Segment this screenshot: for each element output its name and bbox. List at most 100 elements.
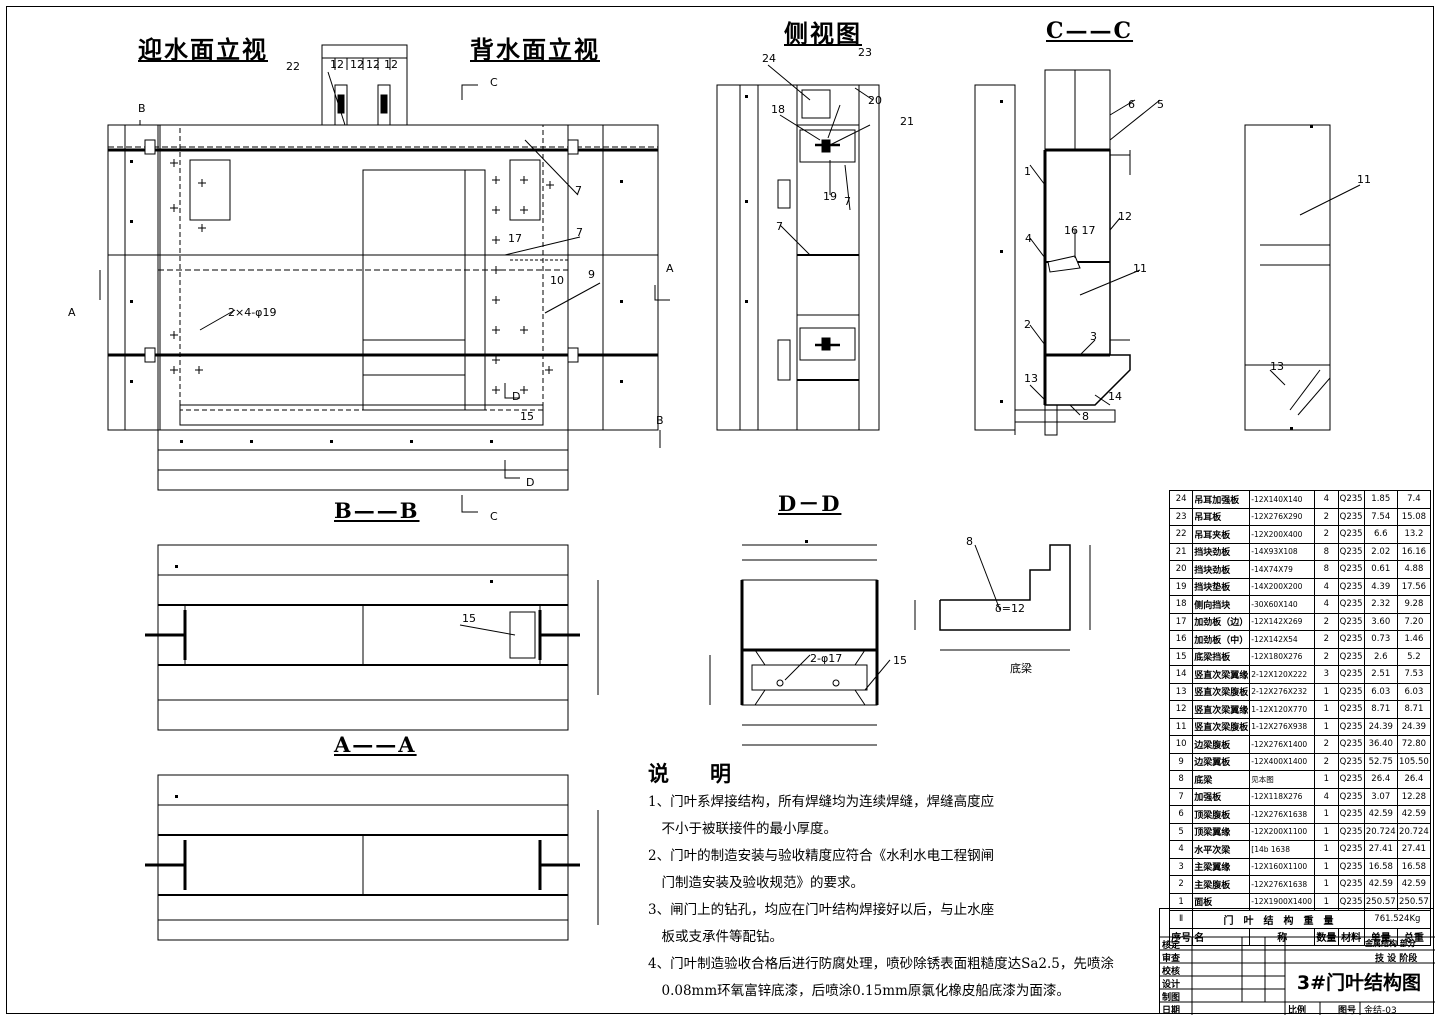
title-section-bb: B——B [334, 498, 420, 523]
title-block: 核定 审查 校核 设计 制图 日期 金属结构 部分 技 设 阶段 3#门叶结构图… [1159, 908, 1435, 1016]
bom-cell: 侧向挡块 [1192, 595, 1251, 614]
thickness-note: δ=12 [995, 602, 1025, 615]
bom-cell: 1 [1314, 822, 1339, 841]
dim-top-4: 12 [384, 58, 398, 71]
bom-cell: 23 [1168, 507, 1194, 526]
bom-cell: 2-12X276X232 [1249, 682, 1316, 701]
bom-cell: 20 [1168, 560, 1194, 579]
bolt-hole-markers [170, 159, 554, 394]
note-line: 1、门叶系焊接结构，所有焊缝均为连续焊缝，焊缝高度应 [648, 794, 995, 810]
bom-cell: -12X142X54 [1249, 630, 1316, 649]
note-line: 门制造安装及验收规范》的要求。 [648, 875, 864, 891]
callout-23: 23 [858, 46, 872, 59]
callout-15c: 15 [893, 654, 907, 667]
bom-cell: 6 [1168, 805, 1194, 824]
bom-cell: 1 [1314, 700, 1339, 719]
bom-cell: 8.71 [1396, 700, 1432, 719]
section-mark-d-bottom: D [526, 476, 534, 489]
bom-cell: 15.08 [1396, 507, 1432, 526]
title-section-aa: A——A [334, 732, 417, 757]
section-aa-view [145, 774, 599, 941]
bom-cell: 16.16 [1396, 542, 1432, 561]
bom-cell: 3 [1314, 665, 1339, 684]
callout-12: 12 [1118, 210, 1132, 223]
bom-cell: 1 [1314, 717, 1339, 736]
bom-cell: 18 [1168, 595, 1194, 614]
bom-cell: -12X200X400 [1249, 525, 1316, 544]
role-approve: 核定 [1162, 941, 1181, 951]
callout-7b: 7 [576, 226, 583, 239]
bom-cell: 主梁翼缘 [1192, 857, 1251, 876]
bom-cell: 27.41 [1363, 840, 1398, 859]
role-check: 校核 [1162, 967, 1181, 977]
bom-cell: 26.4 [1396, 770, 1432, 789]
hole-note: 2×4-φ19 [228, 306, 276, 319]
dim-top-2: 12 [350, 58, 364, 71]
section-mark-a-right: A [666, 262, 674, 275]
callout-2: 2 [1024, 318, 1031, 331]
section-mark-d-mid: D [512, 390, 520, 403]
bom-cell: 底梁 [1192, 770, 1251, 789]
callout-7c: 7 [844, 195, 851, 208]
bom-cell: Q235 [1337, 665, 1365, 684]
bom-cell: Q235 [1337, 735, 1365, 754]
bom-cell: Q235 [1337, 805, 1365, 824]
bom-cell: 12 [1168, 700, 1194, 719]
bom-cell: Q235 [1337, 857, 1365, 876]
callout-13b: 13 [1270, 360, 1284, 373]
role-date: 日期 [1162, 1006, 1181, 1016]
bom-cell: 26.4 [1363, 770, 1398, 789]
title-upstream-elevation: 迎水面立视 [138, 35, 268, 64]
bom-cell: 4 [1314, 595, 1339, 614]
section-mark-a-left: A [68, 306, 76, 319]
section-mark-c-bottom: C [490, 510, 498, 523]
callout-21: 21 [900, 115, 914, 128]
bom-cell: 21 [1168, 542, 1194, 561]
bom-cell: 吊耳板 [1192, 507, 1251, 526]
title-block-grid [1160, 936, 1435, 1015]
callout-10: 10 [550, 274, 564, 287]
note-line: 2、门叶的制造安装与验收精度应符合《水利水电工程钢闸 [648, 848, 995, 864]
bom-cell: -14X200X200 [1249, 577, 1316, 596]
role-design: 设计 [1162, 980, 1181, 990]
bom-cell: 24.39 [1363, 717, 1398, 736]
bom-cell: Q235 [1337, 840, 1365, 859]
bom-cell: 24 [1168, 490, 1194, 509]
dimension-ticks [130, 95, 1313, 798]
bom-cell: 竖直次梁翼缘 [1192, 700, 1251, 719]
bom-cell: 7 [1168, 787, 1194, 806]
bom-cell: 2 [1314, 647, 1339, 666]
callout-11b: 11 [1357, 173, 1371, 186]
bom-cell: 1 [1314, 840, 1339, 859]
bom-cell: -12X276X1400 [1249, 735, 1316, 754]
bom-cell: Q235 [1337, 595, 1365, 614]
bom-cell: 1-12X120X770 [1249, 700, 1316, 719]
callout-15a: 15 [520, 410, 534, 423]
callout-11a: 11 [1133, 262, 1147, 275]
bom-cell: 13 [1168, 682, 1194, 701]
bom-cell: 13.2 [1396, 525, 1432, 544]
dim-top-3: 12 [366, 58, 380, 71]
title-side-view: 侧视图 [784, 19, 862, 48]
bom-cell: 加强板 [1192, 787, 1251, 806]
bom-cell: 7.4 [1396, 490, 1432, 509]
bom-cell: -12X160X1100 [1249, 857, 1316, 876]
bom-cell: 1.85 [1363, 490, 1398, 509]
hole-note-dd: 2-φ17 [810, 652, 842, 665]
callout-16-17: 16 17 [1064, 224, 1096, 237]
bom-cell: -12X180X276 [1249, 647, 1316, 666]
bom-cell: 0.73 [1363, 630, 1398, 649]
bom-cell: 1 [1314, 805, 1339, 824]
